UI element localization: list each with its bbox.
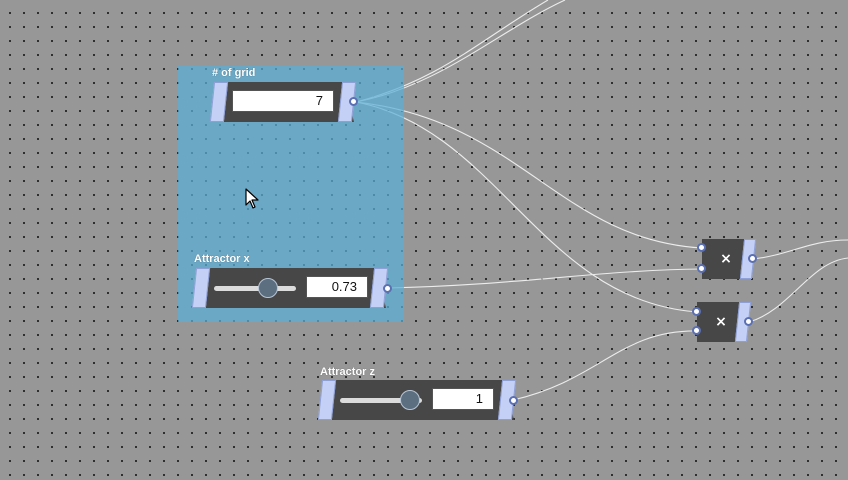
multiply-1-label: ×: [720, 251, 732, 267]
multiply-node-2[interactable]: ×: [697, 302, 752, 342]
grid-value-input[interactable]: 7: [232, 90, 334, 112]
multiply-1-input-b-port[interactable]: [697, 264, 706, 273]
multiply-2-input-b-port[interactable]: [692, 326, 701, 335]
grid-output-port[interactable]: [349, 97, 358, 106]
attractor-x-title: Attractor x: [194, 253, 250, 265]
wire-attractorx-mult1: [387, 268, 703, 289]
arrow-cursor-icon: [245, 188, 259, 209]
attractor-x-output-port[interactable]: [383, 284, 392, 293]
grid-node-title: # of grid: [212, 67, 256, 79]
attractor-z-slider-knob[interactable]: [400, 390, 420, 410]
wire-attractorz-mult2: [512, 330, 698, 401]
attractor-z-output-port[interactable]: [509, 396, 518, 405]
attractor-x-slider-knob[interactable]: [258, 278, 278, 298]
attractor-x-slider-node[interactable]: 0.73: [191, 268, 389, 308]
wire-mult2-out: [748, 257, 848, 323]
attractor-x-value-input[interactable]: 0.73: [306, 276, 368, 298]
multiply-node-1[interactable]: ×: [702, 239, 757, 279]
attractor-z-slider-node[interactable]: 1: [317, 380, 517, 420]
attractor-x-slider-track[interactable]: [214, 286, 296, 291]
multiply-1-input-a-port[interactable]: [697, 243, 706, 252]
multiply-2-output-port[interactable]: [744, 317, 753, 326]
wire-grid-mult2: [355, 101, 698, 313]
multiply-2-label: ×: [715, 314, 727, 330]
attractor-z-title: Attractor z: [320, 366, 376, 378]
wire-grid-mult1: [355, 101, 703, 249]
grid-number-node[interactable]: 7: [209, 82, 357, 122]
attractor-z-slider-track[interactable]: [340, 398, 422, 403]
multiply-2-input-a-port[interactable]: [692, 307, 701, 316]
attractor-z-value-input[interactable]: 1: [432, 388, 494, 410]
multiply-1-output-port[interactable]: [748, 254, 757, 263]
wire-mult1-out: [752, 239, 848, 260]
